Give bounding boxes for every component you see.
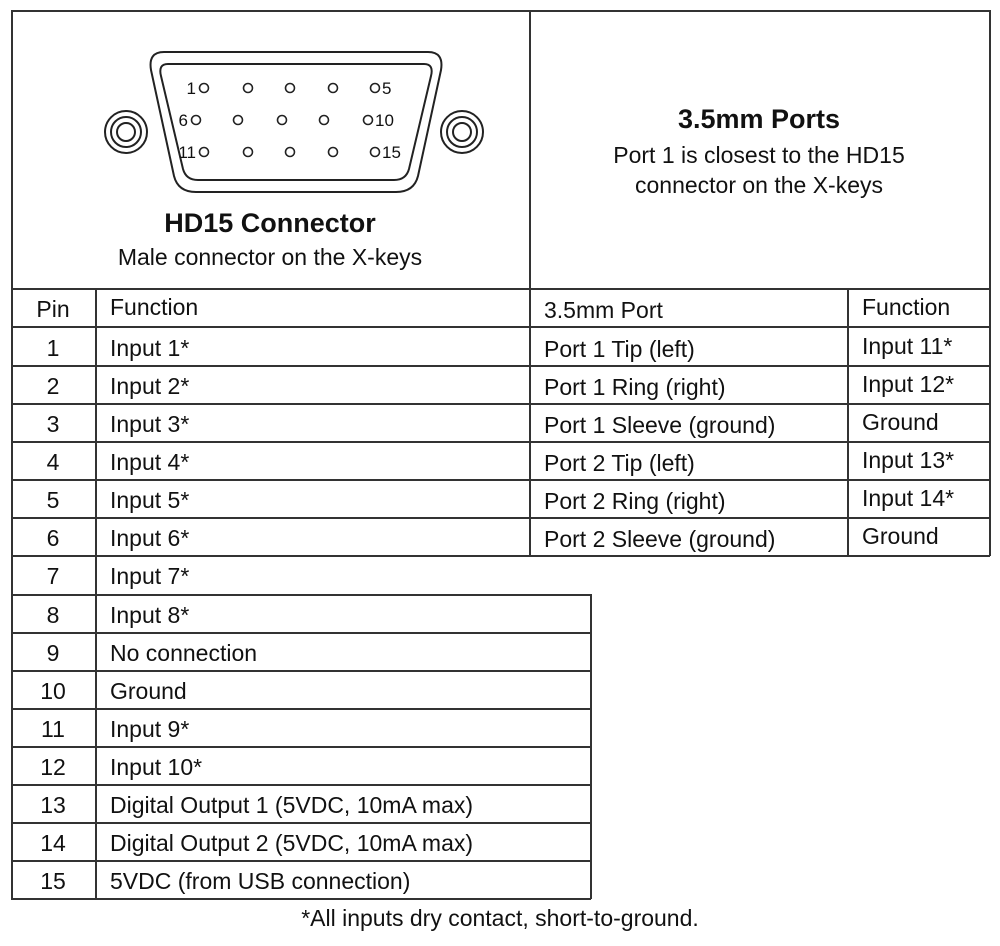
pin-number: 11 <box>41 716 65 742</box>
pin-function: Digital Output 1 (5VDC, 10mA max) <box>110 792 474 818</box>
pin-number: 12 <box>40 754 66 780</box>
pin-number: 3 <box>46 411 60 437</box>
port-name: Port 2 Tip (left) <box>544 450 695 476</box>
pin-function: Digital Output 2 (5VDC, 10mA max) <box>110 830 474 856</box>
pin-function-header: Function <box>110 294 199 320</box>
pin-13 <box>284 146 296 158</box>
pin-label-5: 5 <box>382 79 391 98</box>
pin-11 <box>198 146 210 158</box>
pin-number: 13 <box>40 792 66 818</box>
pin-function: Input 1* <box>110 335 190 361</box>
d-shell-inner <box>159 63 433 181</box>
pin-number: 9 <box>46 640 60 666</box>
pin-label-11: 11 <box>178 143 196 162</box>
pin-label-15: 15 <box>382 143 401 162</box>
pin-function: Input 6* <box>110 525 190 551</box>
pin-9 <box>318 114 330 126</box>
pin-number: 14 <box>40 830 66 856</box>
pin-function: Input 5* <box>110 487 190 513</box>
port-function-header: Function <box>862 294 951 320</box>
port-header: 3.5mm Port <box>544 297 663 323</box>
pin-function: Input 8* <box>110 602 190 628</box>
pin-number: 7 <box>46 563 60 589</box>
port-function: Input 12* <box>862 371 955 397</box>
pin-15 <box>369 146 381 158</box>
pin-number: 10 <box>40 678 66 704</box>
pin-number: 15 <box>40 868 66 894</box>
port-function: Ground <box>862 409 939 435</box>
pin-number: 4 <box>46 449 60 475</box>
port-function: Ground <box>862 523 939 549</box>
pin-function: 5VDC (from USB connection) <box>110 868 411 894</box>
footnote: *All inputs dry contact, short-to-ground… <box>301 905 699 931</box>
port-function: Input 13* <box>862 447 955 473</box>
pin-10 <box>362 114 374 126</box>
pin-12 <box>242 146 254 158</box>
d-shell-outer <box>149 51 443 193</box>
ports-title: 3.5mm Ports <box>677 104 841 134</box>
pin-5 <box>369 82 381 94</box>
left-screw-icon <box>104 110 148 154</box>
pin-7 <box>232 114 244 126</box>
port-name: Port 2 Sleeve (ground) <box>544 526 776 552</box>
port-function: Input 14* <box>862 485 955 511</box>
pin-function: Input 10* <box>110 754 203 780</box>
port-name: Port 1 Sleeve (ground) <box>544 412 776 438</box>
pin-function: Input 3* <box>110 411 190 437</box>
pin-number: 8 <box>46 602 60 628</box>
pin-1 <box>198 82 210 94</box>
pin-function: No connection <box>110 640 258 666</box>
pin-14 <box>327 146 339 158</box>
port-name: Port 1 Tip (left) <box>544 336 695 362</box>
pin-6 <box>190 114 202 126</box>
pin-4 <box>327 82 339 94</box>
pin-number: 5 <box>46 487 60 513</box>
port-name: Port 2 Ring (right) <box>544 488 726 514</box>
pin-2 <box>242 82 254 94</box>
ports-subtitle: Port 1 is closest to the HD15 connector … <box>613 142 905 198</box>
pin-number: 6 <box>46 525 60 551</box>
pin-label-10: 10 <box>375 111 394 130</box>
pin-label-1: 1 <box>187 79 196 98</box>
pin-header: Pin <box>36 296 70 322</box>
pin-function: Ground <box>110 678 187 704</box>
pin-number: 2 <box>46 373 60 399</box>
pin-function: Input 2* <box>110 373 190 399</box>
port-name: Port 1 Ring (right) <box>544 374 726 400</box>
pin-label-6: 6 <box>179 111 188 130</box>
pin-3 <box>284 82 296 94</box>
pin-number: 1 <box>46 335 60 361</box>
pin-function: Input 4* <box>110 449 190 475</box>
pin-function: Input 9* <box>110 716 190 742</box>
pin-8 <box>276 114 288 126</box>
right-screw-icon <box>440 110 484 154</box>
hd15-subtitle: Male connector on the X-keys <box>117 244 423 270</box>
hd15-title: HD15 Connector <box>164 208 376 238</box>
port-function: Input 11* <box>862 333 953 359</box>
pin-function: Input 7* <box>110 563 190 589</box>
hd15-connector-diagram: 1 5 6 10 11 15 <box>104 51 484 193</box>
